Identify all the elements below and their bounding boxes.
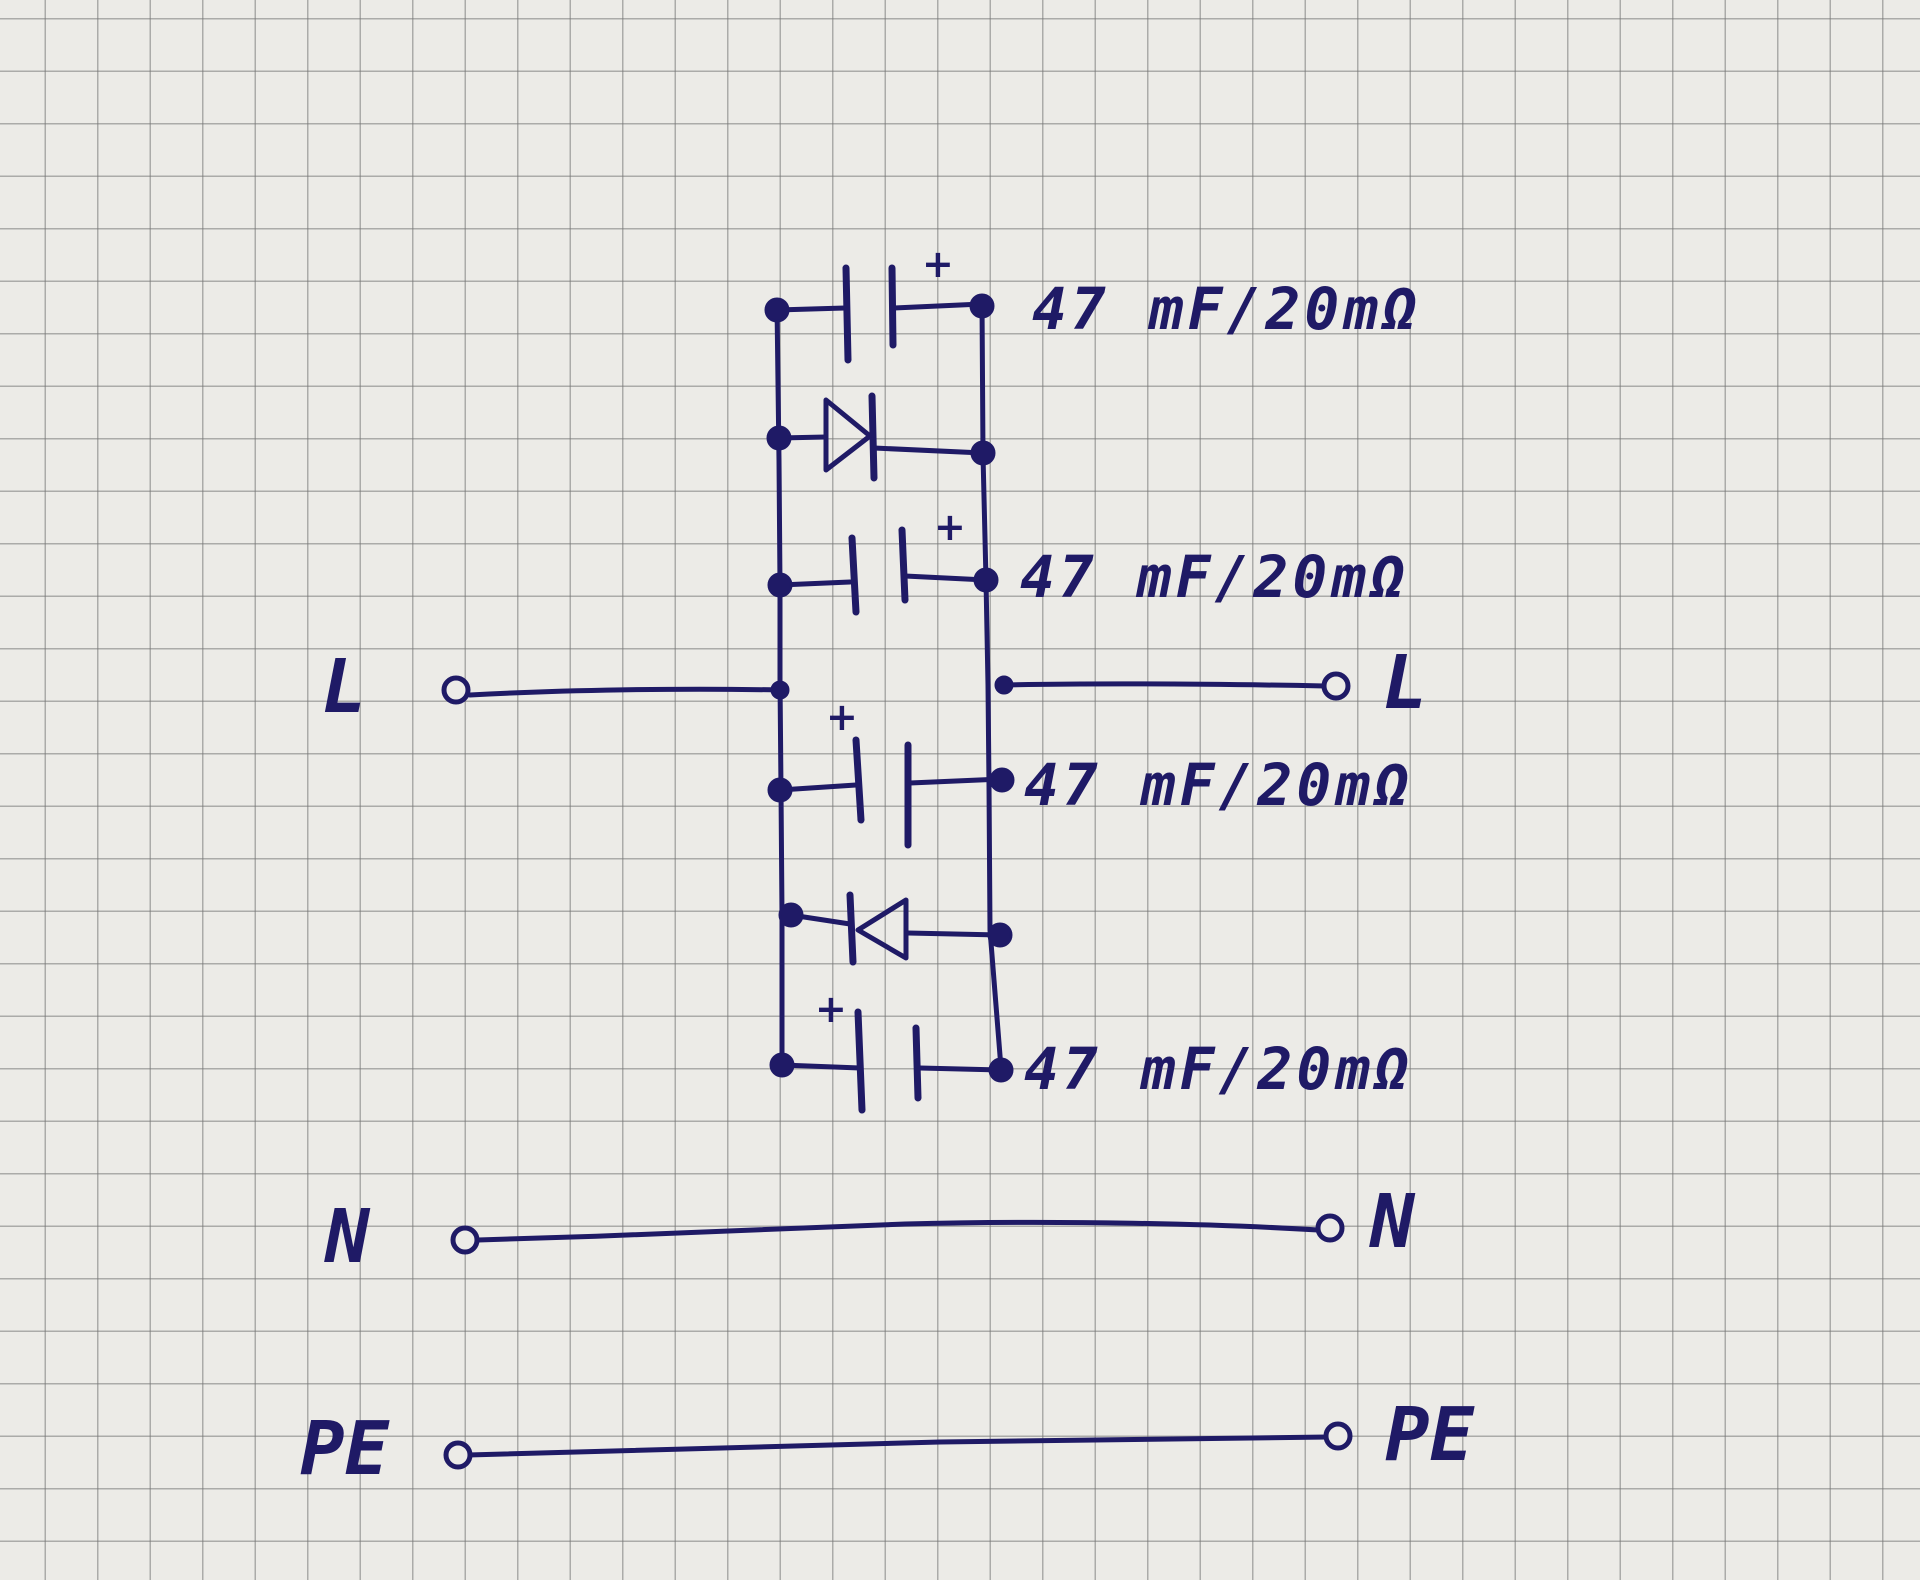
terminal-label-n-left: N bbox=[325, 1194, 370, 1280]
capacitor-4 bbox=[779, 1008, 1004, 1114]
capacitor-3 bbox=[777, 736, 1005, 849]
terminal-circles bbox=[441, 671, 1353, 1470]
terminal-label-pe-right: PE bbox=[1385, 1392, 1475, 1478]
diode-1 bbox=[776, 392, 986, 482]
capacitor-4-label: 47 mF/20mΩ bbox=[1024, 1035, 1414, 1103]
polarity-mark-2: + bbox=[934, 505, 966, 549]
polarity-mark-4: + bbox=[815, 987, 847, 1031]
wire-pe bbox=[465, 1434, 1331, 1458]
wire-l-right bbox=[1001, 681, 1328, 689]
polarity-mark-3: + bbox=[826, 695, 858, 739]
junction-dots bbox=[764, 293, 1015, 1083]
capacitor-1-label: 47 mF/20mΩ bbox=[1032, 275, 1422, 343]
capacitor-3-label: 47 mF/20mΩ bbox=[1024, 751, 1414, 819]
terminal-label-n-right: N bbox=[1370, 1179, 1415, 1265]
capacitor-2-label: 47 mF/20mΩ bbox=[1020, 543, 1410, 611]
terminal-label-pe-left: PE bbox=[300, 1406, 390, 1492]
wire-n bbox=[475, 1219, 1321, 1243]
terminal-label-l-right: L bbox=[1383, 640, 1428, 726]
polarity-mark-1: + bbox=[922, 242, 954, 286]
wire-l-left bbox=[467, 686, 783, 698]
diode-2 bbox=[788, 891, 1003, 966]
terminal-label-l-left: L bbox=[322, 644, 367, 730]
